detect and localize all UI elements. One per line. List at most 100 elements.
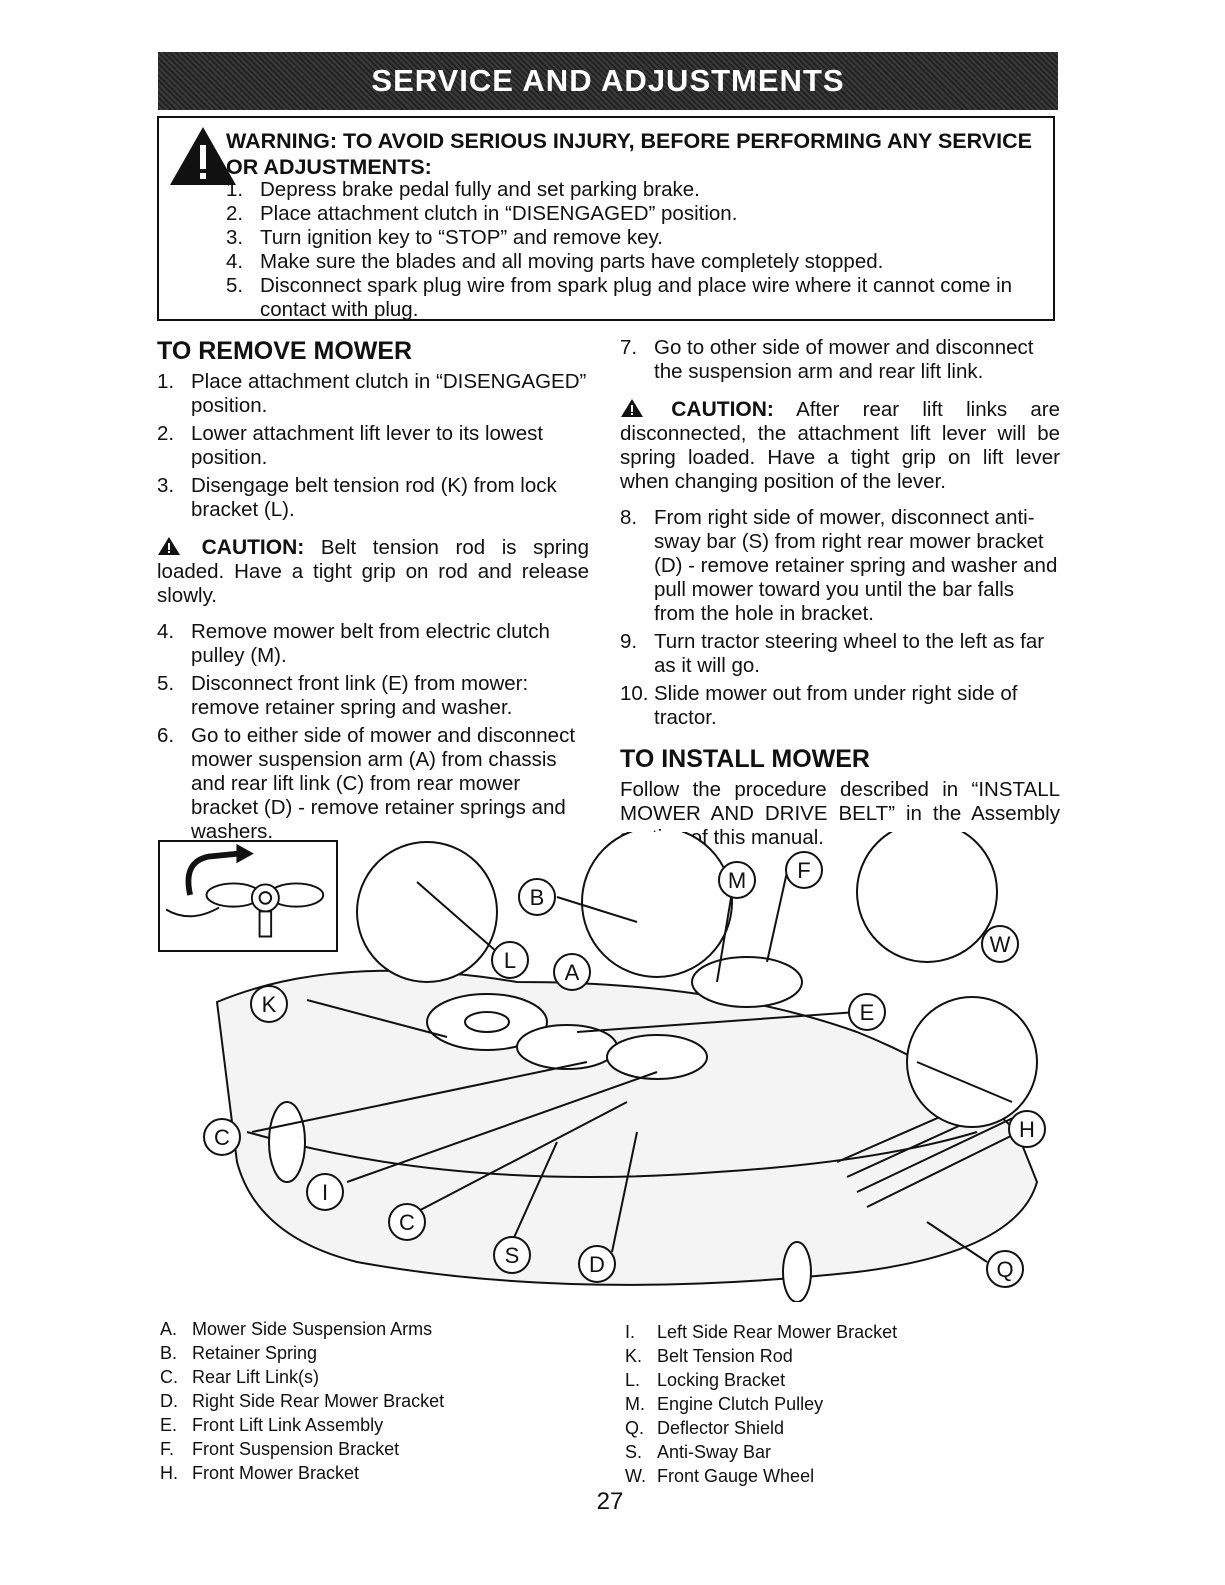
step-text: Slide mower out from under right side of…	[654, 682, 1018, 729]
callout-B: B	[518, 878, 556, 916]
callout-label: I	[322, 1180, 328, 1205]
callout-label: D	[589, 1252, 605, 1277]
legend-left: A. Mower Side Suspension Arms B.Retainer …	[160, 1317, 580, 1485]
step: 9.Turn tractor steering wheel to the lef…	[620, 630, 1060, 678]
remove-mower-title: TO REMOVE MOWER	[157, 337, 413, 365]
step: 6.Go to either side of mower and disconn…	[157, 724, 589, 844]
legend-key: F.	[160, 1439, 175, 1459]
step: 2. Lower attachment lift lever to its low…	[157, 422, 589, 470]
item-number: 5.	[226, 274, 244, 297]
step-number: 10.	[620, 682, 649, 705]
section-banner: SERVICE AND ADJUSTMENTS	[158, 52, 1058, 110]
legend-key: H.	[160, 1463, 178, 1483]
legend-right: I.Left Side Rear Mower Bracket K.Belt Te…	[625, 1320, 1045, 1488]
step-text: Lower attachment lift lever to its lowes…	[191, 422, 544, 469]
caution-label: CAUTION:	[201, 536, 305, 559]
step-text: Go to other side of mower and disconnect…	[654, 336, 1034, 383]
retainer-spring-inset	[158, 840, 338, 952]
caution-label: CAUTION:	[671, 398, 774, 421]
right-column: 7.Go to other side of mower and disconne…	[620, 336, 1060, 850]
legend-item: L. Locking Bracket	[625, 1368, 1045, 1392]
step: 10.Slide mower out from under right side…	[620, 682, 1060, 730]
item-text: Disconnect spark plug wire from spark pl…	[260, 274, 1013, 321]
step: 3. Disengage belt tension rod (K) from lo…	[157, 474, 589, 522]
callout-label: F	[797, 858, 810, 883]
legend-text: Engine Clutch Pulley	[657, 1394, 824, 1414]
step: 5.Disconnect front link (E) from mower: …	[157, 672, 589, 720]
step-number: 5.	[157, 672, 175, 695]
step: 4.Remove mower belt from electric clutch…	[157, 620, 589, 668]
legend-item: H.Front Mower Bracket	[160, 1461, 580, 1485]
step: 8. From right side of mower, disconnect a…	[620, 506, 1060, 626]
legend-text: Front Suspension Bracket	[192, 1439, 400, 1459]
callout-label: M	[728, 868, 746, 893]
callout-E: E	[848, 993, 886, 1031]
legend-text: Rear Lift Link(s)	[192, 1367, 320, 1387]
legend-item: C. Rear Lift Link(s)	[160, 1365, 580, 1389]
legend-text: Front Gauge Wheel	[657, 1466, 815, 1486]
legend-item: A. Mower Side Suspension Arms	[160, 1317, 580, 1341]
legend-text: Right Side Rear Mower Bracket	[192, 1391, 445, 1411]
caution-note: CAUTION: After rear lift links are disco…	[620, 398, 1060, 494]
callout-label: K	[262, 992, 277, 1017]
legend-key: L.	[625, 1370, 641, 1390]
warning-item: 1.Depress brake pedal fully and set park…	[226, 178, 1036, 202]
install-mower-title: TO INSTALL MOWER	[620, 745, 870, 773]
item-text: Depress brake pedal fully and set parkin…	[260, 178, 700, 201]
legend-item: M.Engine Clutch Pulley	[625, 1392, 1045, 1416]
step-text: Disengage belt tension rod (K) from lock…	[191, 474, 557, 521]
step-number: 2.	[157, 422, 175, 445]
legend-key: C.	[160, 1367, 178, 1387]
warning-heading: WARNING: TO AVOID SERIOUS INJURY, BEFORE…	[226, 129, 1032, 179]
legend-key: K.	[625, 1346, 643, 1366]
callout-K: K	[250, 985, 288, 1023]
legend-item: E.Front Lift Link Assembly	[160, 1413, 580, 1437]
item-number: 2.	[226, 202, 244, 225]
callout-W: W	[981, 925, 1019, 963]
callout-label: C	[399, 1210, 415, 1235]
callout-label: E	[860, 1000, 875, 1025]
legend-key: S.	[625, 1442, 643, 1462]
legend-text: Retainer Spring	[192, 1343, 318, 1363]
callout-M: M	[718, 861, 756, 899]
legend-text: Locking Bracket	[657, 1370, 786, 1390]
legend-item: Q. Deflector Shield	[625, 1416, 1045, 1440]
callout-label: S	[505, 1243, 520, 1268]
legend-item: W.Front Gauge Wheel	[625, 1464, 1045, 1488]
legend-item: S.Anti-Sway Bar	[625, 1440, 1045, 1464]
legend-text: Left Side Rear Mower Bracket	[657, 1322, 898, 1342]
step-number: 3.	[157, 474, 175, 497]
page-title: SERVICE AND ADJUSTMENTS	[371, 63, 845, 98]
callout-A: A	[553, 953, 591, 991]
item-text: Make sure the blades and all moving part…	[260, 250, 884, 273]
item-text: Place attachment clutch in “DISENGAGED” …	[260, 202, 738, 225]
callout-C: C	[388, 1203, 426, 1241]
legend-text: Mower Side Suspension Arms	[192, 1319, 433, 1339]
item-number: 3.	[226, 226, 244, 249]
item-text: Turn ignition key to “STOP” and remove k…	[260, 226, 663, 249]
step-number: 6.	[157, 724, 175, 747]
callout-label: B	[530, 885, 545, 910]
warning-list: 1.Depress brake pedal fully and set park…	[226, 178, 1036, 322]
callout-label: W	[990, 932, 1011, 957]
step-number: 4.	[157, 620, 175, 643]
warning-item: 5. Disconnect spark plug wire from spark …	[226, 274, 1036, 322]
callout-F: F	[785, 851, 823, 889]
step-text: From right side of mower, disconnect ant…	[654, 506, 1058, 625]
legend-key: D.	[160, 1391, 178, 1411]
step-number: 9.	[620, 630, 638, 653]
legend-item: B.Retainer Spring	[160, 1341, 580, 1365]
callout-H: H	[1008, 1110, 1046, 1148]
warning-item: 2. Place attachment clutch in “DISENGAGED…	[226, 202, 1036, 226]
legend-key: Q.	[625, 1418, 645, 1438]
step-number: 1.	[157, 370, 175, 393]
caution-note: CAUTION: Belt tension rod is spring load…	[157, 536, 589, 608]
step-number: 8.	[620, 506, 638, 529]
step-text: Place attachment clutch in “DISENGAGED” …	[191, 370, 587, 417]
left-column: TO REMOVE MOWER 1. Place attachment clutc…	[157, 336, 589, 848]
legend-text: Belt Tension Rod	[657, 1346, 793, 1366]
caution-triangle-icon	[158, 537, 180, 555]
warning-triangle-icon	[170, 127, 236, 185]
legend-key: A.	[160, 1319, 178, 1339]
legend-text: Deflector Shield	[657, 1418, 785, 1438]
